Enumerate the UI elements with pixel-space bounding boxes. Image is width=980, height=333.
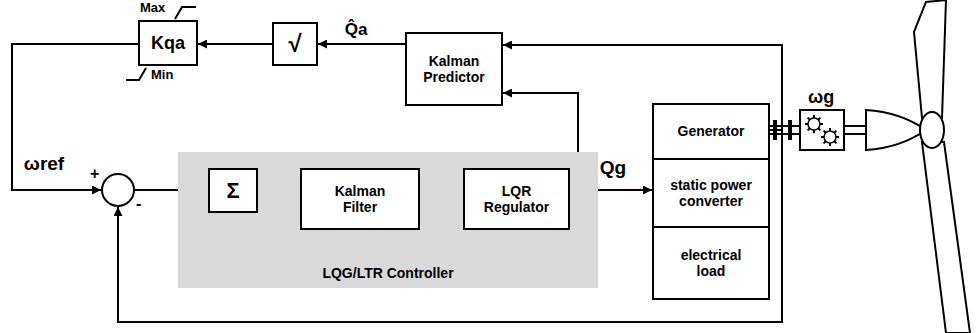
summing-junction: +-: [101, 173, 135, 207]
rotor-shaft: [844, 133, 866, 135]
sign-label: -: [136, 195, 141, 213]
signal-arrow: [118, 130, 782, 322]
rotor-shaft: [844, 125, 866, 127]
load-box: electrical load: [652, 226, 770, 300]
gear-tooth: [820, 123, 823, 125]
gear-tooth: [829, 128, 831, 131]
gearbox-housing: [800, 110, 844, 150]
box-label: electrical load: [671, 247, 751, 279]
box-label: Generator: [678, 123, 745, 139]
filter-box: Kalman Filter: [300, 168, 420, 230]
coupling-bar: [788, 120, 792, 140]
gain-block: Kqa: [138, 20, 198, 66]
sqrt-block: √: [272, 22, 318, 66]
upper-blade: [914, 0, 946, 118]
junction-outline: [101, 173, 135, 207]
junction-circle: [102, 174, 134, 206]
gearbox: [800, 110, 844, 150]
annotation-label: ωg: [808, 88, 834, 108]
saturation-max-stroke: [175, 7, 196, 19]
predictor-box: Kalman Predictor: [405, 32, 503, 106]
signal-arrow: [198, 43, 272, 45]
signal-arrow: [318, 43, 405, 45]
gear-tooth: [813, 115, 815, 118]
converter-box: static power converter: [652, 158, 770, 228]
signal-name: ωref: [24, 154, 64, 175]
lower-blade: [922, 142, 970, 333]
signal-name: Q̂a: [345, 21, 368, 40]
turbine-rotor: [844, 0, 970, 333]
gear-tooth: [808, 118, 810, 120]
integrator-box: Σ: [208, 168, 258, 213]
annotation-label: Min: [151, 68, 173, 82]
annotation-label: Max: [140, 1, 165, 15]
box-label: Kqa: [151, 33, 185, 54]
gear-tooth: [813, 130, 815, 133]
gear-wheel: [824, 131, 836, 143]
box-label: Kalman Filter: [325, 183, 395, 215]
spinner: [866, 110, 926, 150]
box-label: Kalman Predictor: [414, 53, 494, 85]
box-label: static power converter: [661, 177, 761, 209]
generator-box: Generator: [652, 103, 770, 160]
gear-tooth: [818, 128, 820, 130]
box-label: √: [288, 30, 301, 58]
gear-tooth: [805, 123, 808, 125]
gear-tooth: [821, 136, 824, 138]
gear-tooth: [829, 143, 831, 146]
signal-name: Qg: [600, 158, 626, 179]
gear-tooth: [808, 128, 810, 130]
band-title: LQG/LTR Controller: [178, 265, 598, 281]
controller-band: Σ Kalman Filter LQR RegulatorLQG/LTR Contr…: [178, 152, 598, 288]
gear-tooth: [834, 141, 836, 143]
signal-arrow: [12, 44, 138, 190]
regulator-box: LQR Regulator: [463, 168, 570, 230]
gear-tooth: [818, 118, 820, 120]
gear-tooth: [836, 136, 839, 138]
sign-label: +: [90, 165, 99, 183]
gear-tooth: [824, 131, 826, 133]
hub: [920, 112, 944, 148]
gear-tooth: [824, 141, 826, 143]
box-label: LQR Regulator: [477, 183, 557, 215]
box-label: Σ: [226, 178, 239, 203]
saturation-min-stroke: [126, 68, 146, 80]
gear-wheel: [808, 118, 820, 130]
gear-tooth: [834, 131, 836, 133]
